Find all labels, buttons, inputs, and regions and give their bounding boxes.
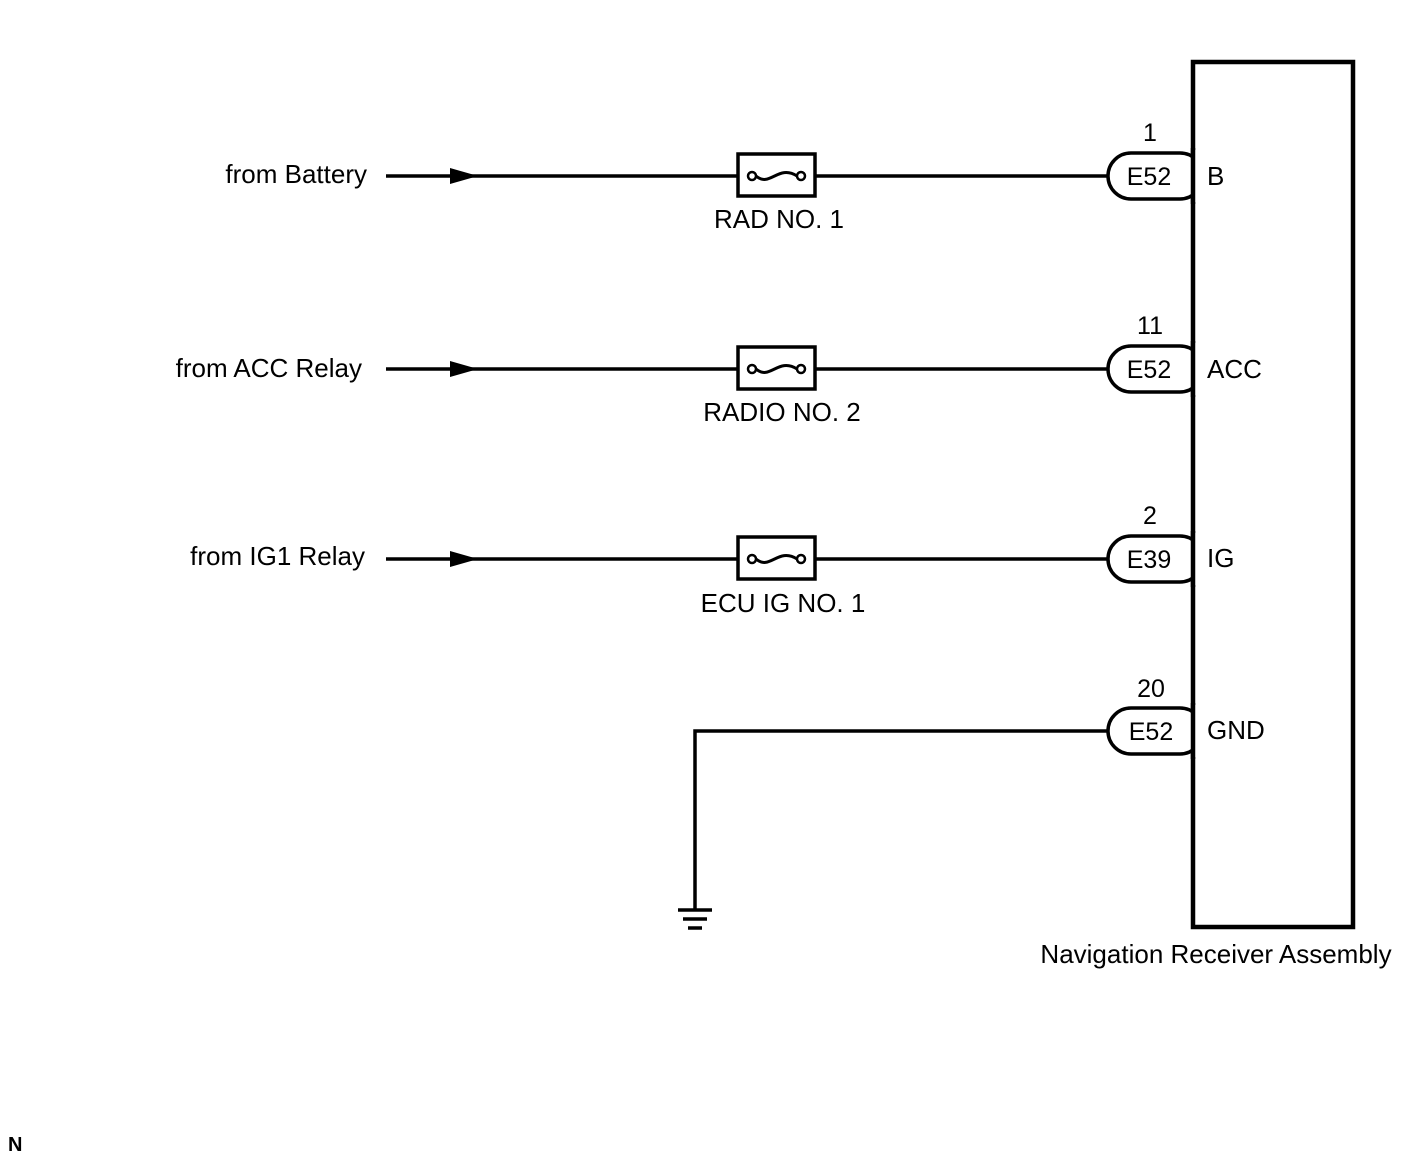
source-label: from IG1 Relay — [190, 541, 365, 571]
ground-wire — [693, 729, 1110, 910]
pin-number: 20 — [1137, 675, 1165, 703]
fuse-label: ECU IG NO. 1 — [701, 588, 866, 618]
fuse-terminal — [795, 553, 807, 565]
fuse-terminal — [795, 170, 807, 182]
terminal-label: IG — [1207, 543, 1234, 573]
connector-id: E39 — [1127, 546, 1171, 574]
connector-id: E52 — [1127, 163, 1171, 191]
fuse-element — [755, 171, 798, 181]
circuit-battery: from Battery RAD NO. 1 E52 1 B — [225, 119, 1224, 234]
arrow-icon — [450, 551, 478, 567]
fuse-terminal — [795, 363, 807, 375]
pin-number: 11 — [1137, 312, 1163, 340]
terminal-label: GND — [1207, 715, 1265, 745]
terminal-label: B — [1207, 161, 1224, 191]
fuse-element — [755, 554, 798, 564]
pin-number: 2 — [1143, 502, 1157, 530]
fuse-terminal — [746, 170, 758, 182]
navigation-receiver-box — [1190, 59, 1356, 930]
fuse-element — [755, 364, 798, 374]
connector-id: E52 — [1127, 356, 1171, 384]
arrow-icon — [450, 361, 478, 377]
corner-mark: N — [8, 1134, 22, 1156]
circuit-acc: from ACC Relay RADIO NO. 2 E52 11 ACC — [176, 312, 1262, 427]
arrow-icon — [450, 168, 478, 184]
pill-mask — [1194, 705, 1214, 757]
pin-number: 1 — [1143, 119, 1157, 147]
connector-id: E52 — [1129, 718, 1173, 746]
fuse-terminal — [746, 363, 758, 375]
pill-mask — [1194, 533, 1214, 585]
fuse-label: RADIO NO. 2 — [703, 397, 860, 427]
fuse-label: RAD NO. 1 — [714, 204, 844, 234]
fuse-terminal — [746, 553, 758, 565]
pill-mask — [1194, 343, 1214, 395]
terminal-label: ACC — [1207, 354, 1262, 384]
circuit-ground: E52 20 GND — [678, 675, 1265, 930]
pill-mask — [1194, 150, 1214, 202]
component-label: Navigation Receiver Assembly — [1040, 939, 1391, 969]
source-label: from Battery — [225, 159, 367, 189]
source-label: from ACC Relay — [176, 353, 362, 383]
circuit-ig: from IG1 Relay ECU IG NO. 1 E39 2 IG — [190, 502, 1234, 618]
